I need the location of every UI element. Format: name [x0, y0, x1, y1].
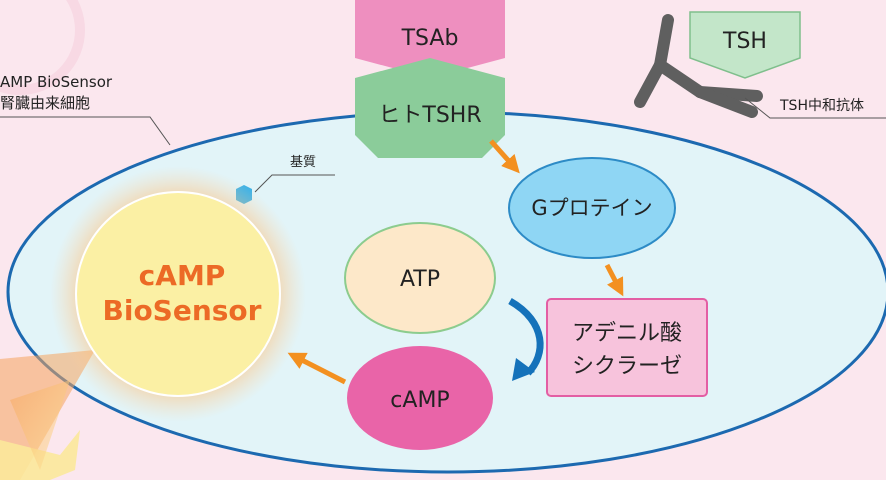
tsh-antibody-label: TSH中和抗体	[779, 98, 864, 114]
substrate-leader	[254, 174, 335, 193]
tsab-label: TSAb	[401, 26, 459, 51]
tshr-label: ヒトTSHR	[378, 103, 481, 128]
arrow-atp-to-camp-head	[512, 358, 535, 381]
cell-line-label: AMP BioSensor	[0, 73, 113, 91]
biosensor-label-line2: BioSensor	[103, 294, 262, 327]
arrow-atp-to-camp	[508, 297, 544, 376]
cell-line-sublabel: 腎臓由来細胞	[0, 94, 90, 112]
adenylate-cyclase-label-line2: シクラーゼ	[572, 354, 682, 379]
adenylate-cyclase-node	[546, 298, 708, 397]
background-decoration	[0, 0, 85, 95]
tsh-shape	[689, 11, 801, 79]
substrate-label: 基質	[290, 155, 316, 170]
tsab-shape	[355, 0, 505, 78]
biosensor-label-line1: cAMP	[139, 259, 226, 292]
camp-label: cAMP	[390, 388, 449, 413]
adenylate-cyclase-label-line1: アデニル酸	[572, 321, 682, 346]
arrow-tshr-to-gprotein	[489, 139, 520, 174]
cell-line-leader	[0, 116, 171, 146]
atp-label: ATP	[400, 267, 440, 292]
g-protein-label: Gプロテイン	[531, 196, 652, 220]
antibody-icon	[634, 14, 763, 118]
tshr-shape	[355, 58, 505, 158]
light-emission-burst	[0, 350, 95, 480]
camp-node	[347, 346, 493, 450]
arrow-gprotein-to-adenylate	[604, 263, 624, 297]
tsh-label: TSH	[722, 29, 767, 54]
arrow-camp-to-biosensor	[287, 352, 347, 385]
tsh-antibody-leader	[744, 97, 886, 119]
g-protein-node	[508, 157, 676, 259]
biosensor-circle	[75, 191, 281, 397]
atp-node	[344, 222, 496, 334]
